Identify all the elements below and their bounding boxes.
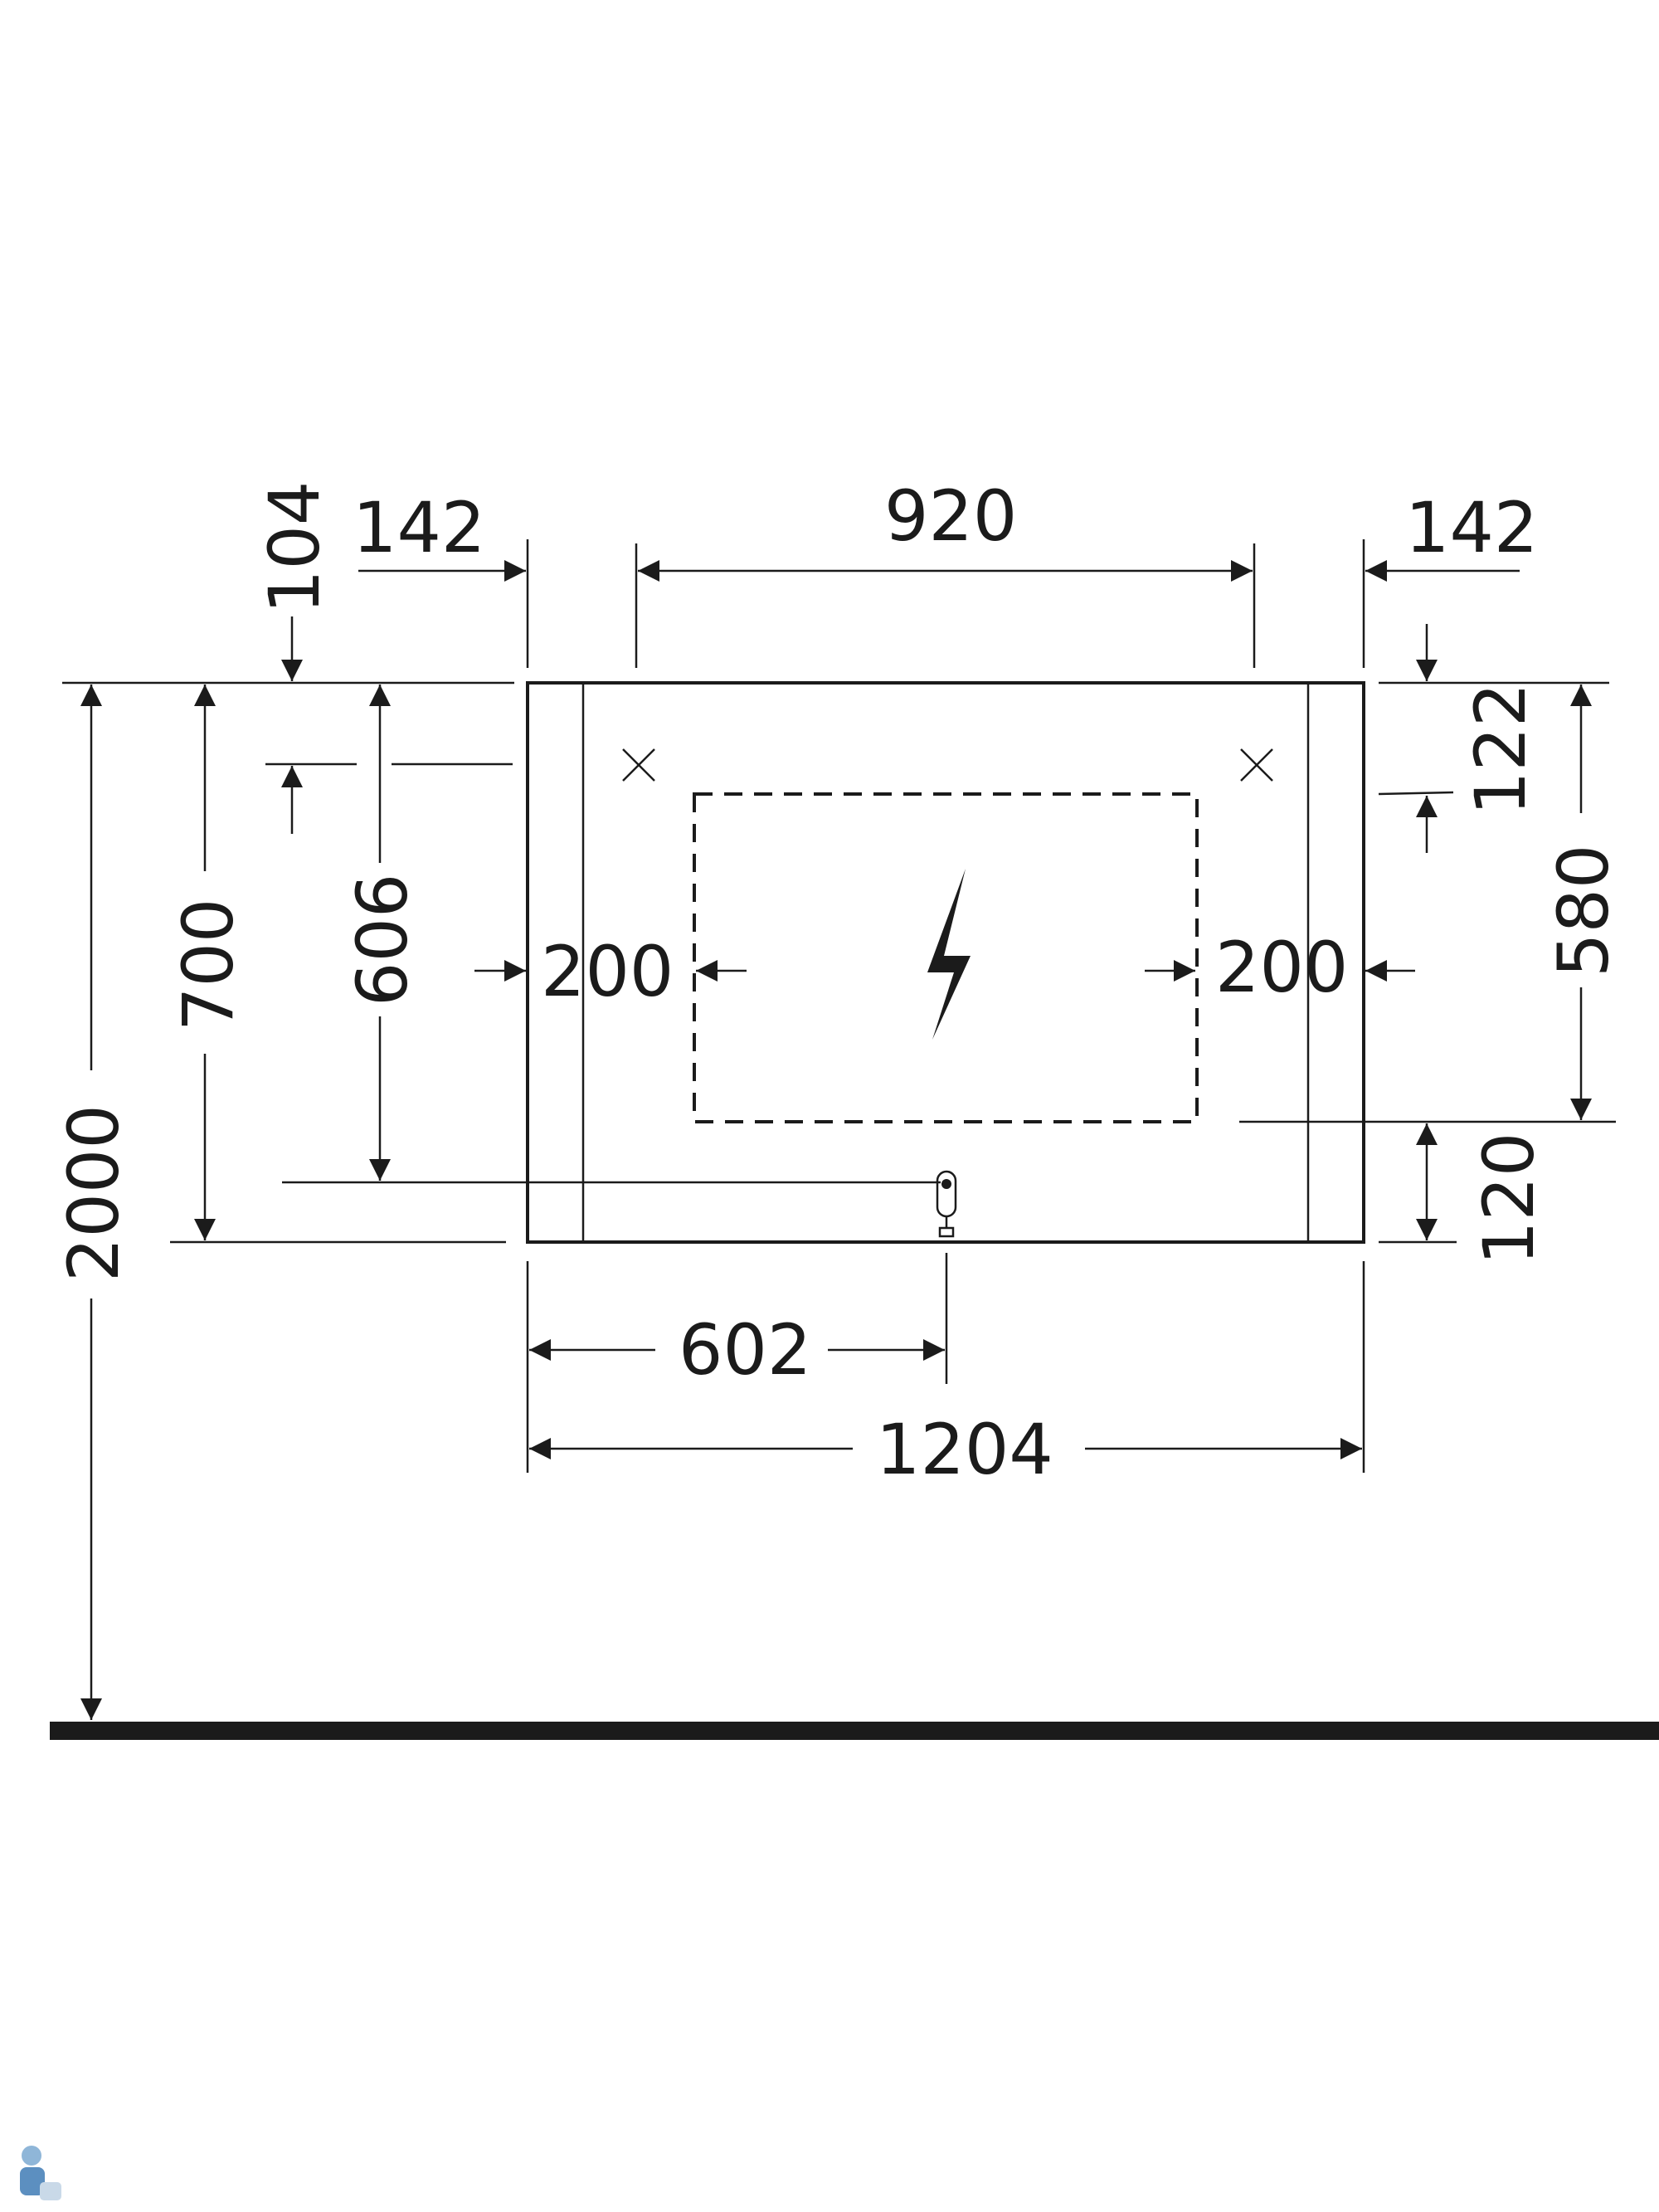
label-cabinet-height: 700 bbox=[168, 899, 249, 1031]
label-top-right-offset: 142 bbox=[1405, 487, 1538, 568]
label-zone-bottom-margin: 120 bbox=[1468, 1133, 1550, 1265]
lightning-bolt-icon bbox=[927, 869, 971, 1040]
label-left-zone-margin: 200 bbox=[541, 931, 674, 1012]
label-right-top-clearance: 122 bbox=[1460, 683, 1541, 816]
label-drain-center-offset: 602 bbox=[679, 1309, 811, 1391]
label-zone-height: 580 bbox=[1543, 845, 1624, 977]
label-total-height: 2000 bbox=[53, 1104, 134, 1282]
brand-logo-icon bbox=[20, 2146, 61, 2200]
label-drain-height: 606 bbox=[342, 874, 423, 1006]
cross-mark-icon bbox=[622, 748, 655, 782]
drain-trap-icon bbox=[936, 1170, 957, 1238]
ext-zone-top-right bbox=[1378, 791, 1454, 796]
cabinet-outline bbox=[526, 681, 1365, 1244]
cross-mark-icon bbox=[1240, 748, 1273, 782]
electrical-zone-boundary bbox=[693, 792, 1199, 1123]
label-right-zone-margin: 200 bbox=[1215, 927, 1348, 1008]
label-top-left-offset: 142 bbox=[353, 487, 485, 568]
label-overall-width: 1204 bbox=[876, 1409, 1053, 1490]
label-fixing-span: 920 bbox=[884, 475, 1017, 557]
floor-line bbox=[50, 1722, 1659, 1740]
label-top-clearance: 104 bbox=[254, 481, 335, 614]
